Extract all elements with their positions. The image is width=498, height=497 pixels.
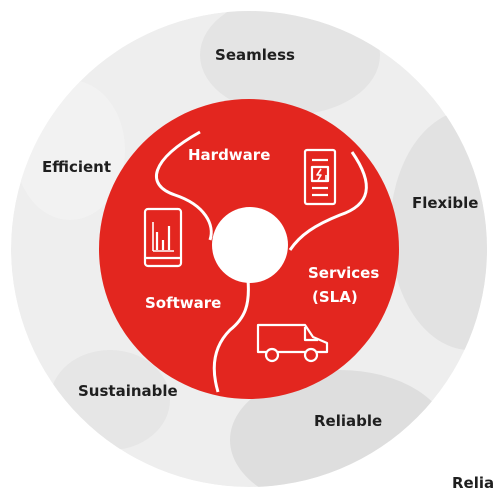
divider-hardware-software bbox=[155, 130, 213, 241]
divider-hardware-services bbox=[288, 151, 368, 251]
label-hardware: Hardware bbox=[188, 146, 270, 164]
label-efficient: Efficient bbox=[42, 158, 111, 176]
label-reliable-edge: Relia bbox=[452, 474, 495, 492]
inner-ring bbox=[99, 99, 399, 399]
label-services-line2: (SLA) bbox=[312, 288, 358, 306]
service-van-icon bbox=[256, 323, 329, 363]
label-services-line1: Services bbox=[308, 264, 379, 282]
label-sustainable: Sustainable bbox=[78, 382, 178, 400]
divider-software-services bbox=[212, 279, 250, 393]
tablet-chart-icon bbox=[143, 207, 183, 268]
label-flexible: Flexible bbox=[412, 194, 478, 212]
label-reliable: Reliable bbox=[314, 412, 382, 430]
label-seamless: Seamless bbox=[215, 46, 295, 64]
label-software: Software bbox=[145, 294, 221, 312]
server-cabinet-icon bbox=[303, 148, 337, 206]
center-hole bbox=[212, 207, 288, 283]
